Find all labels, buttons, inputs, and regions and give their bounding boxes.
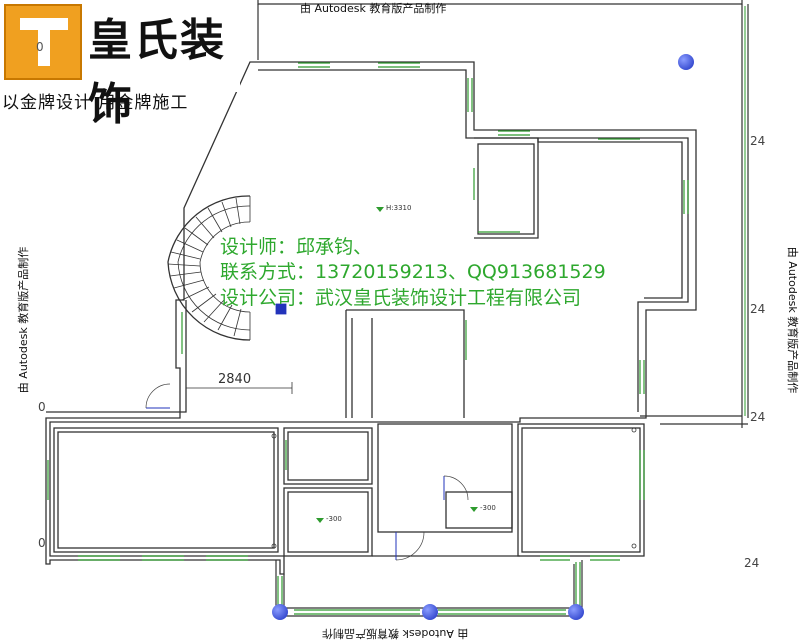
logo-mark-icon: 0 — [4, 4, 82, 80]
logo-mark-label: 0 — [36, 40, 44, 54]
edge-mark-left-upper: 0 — [38, 400, 46, 414]
column-marker — [568, 604, 584, 620]
doors — [145, 383, 469, 561]
level-markers — [316, 207, 478, 523]
brand-name: 皇氏装饰 — [88, 15, 226, 130]
dimension-line — [185, 382, 293, 394]
level-label-main: H:3310 — [386, 204, 412, 212]
level-label-room-right: -300 — [480, 504, 496, 512]
column-marker — [422, 604, 438, 620]
edge-mark-right-3: 24 — [750, 410, 766, 424]
right-balcony — [640, 415, 748, 425]
contact-credit: 联系方式：13720159213、QQ913681529 — [220, 261, 606, 283]
windows — [47, 62, 689, 615]
watermark-right: 由 Autodesk 教育版产品制作 — [786, 246, 800, 394]
brand-logo: 0 皇氏装饰 — [0, 0, 240, 130]
watermark-left: 由 Autodesk 教育版产品制作 — [17, 246, 31, 394]
column-marker — [272, 604, 288, 620]
edge-mark-right-4: 24 — [744, 556, 760, 570]
designer-credit: 设计师：邱承钧、 — [220, 236, 373, 258]
terrace-outline — [257, 0, 749, 428]
column-marker — [678, 54, 694, 70]
edge-mark-right-1: 24 — [750, 134, 766, 148]
corner-marks — [271, 427, 637, 549]
edge-mark-left-lower: 0 — [38, 536, 46, 550]
brand-slogan: 以金牌设计 用金牌施工 — [2, 93, 189, 113]
stair — [167, 195, 287, 341]
watermark-top: 由 Autodesk 教育版产品制作 — [300, 2, 447, 15]
stair-dimension-label: 2840 — [218, 372, 252, 387]
company-credit: 设计公司：武汉皇氏装饰设计工程有限公司 — [220, 287, 582, 309]
edge-mark-right-2: 24 — [750, 302, 766, 316]
level-label-room-left: -300 — [326, 515, 342, 523]
walls — [45, 61, 697, 575]
